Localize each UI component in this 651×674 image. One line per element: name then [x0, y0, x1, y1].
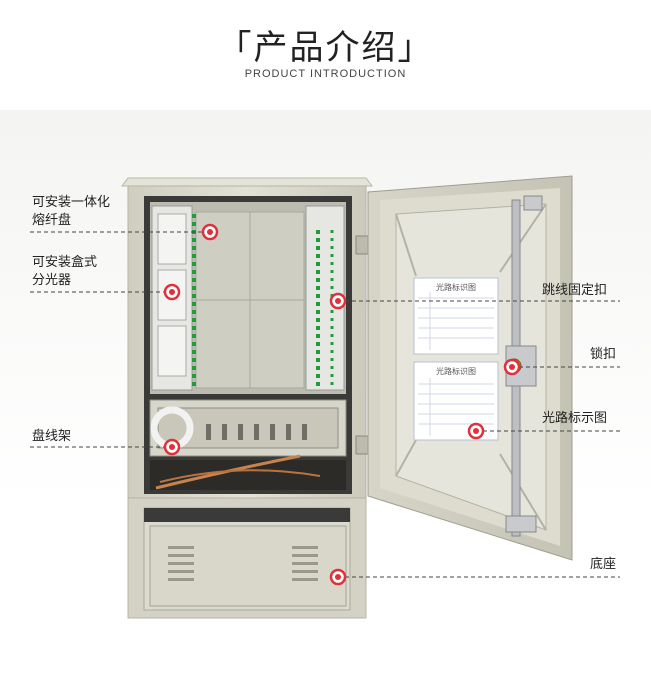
sheet-title-bottom: 光路标识图	[436, 366, 476, 376]
callout-lines	[30, 231, 620, 578]
cable-rack	[149, 399, 347, 490]
page-subtitle: PRODUCT INTRODUCTION	[244, 68, 407, 80]
sheet-title-top: 光路标识图	[436, 282, 476, 292]
cabinet-roof	[121, 177, 373, 187]
label-integrated-tray: 可安装一体化 熔纤盘	[32, 194, 110, 230]
header: 「产品介绍」 PRODUCT INTRODUCTION	[0, 0, 651, 110]
label-cable-rack: 盘线架	[32, 429, 72, 444]
page-title: 「产品介绍」	[217, 28, 434, 68]
label-splitter-line2: 分光器	[32, 273, 72, 288]
marker-dots	[163, 223, 521, 586]
cabinet-base	[127, 497, 367, 619]
label-jumper-clip: 跳线固定扣	[542, 283, 608, 298]
label-route-chart: 光路标示图	[542, 411, 608, 426]
label-integrated-tray-line2: 熔纤盘	[32, 213, 72, 228]
label-splitter: 可安装盒式 分光器	[32, 254, 97, 290]
label-splitter-line1: 可安装盒式	[32, 255, 98, 270]
label-integrated-tray-line1: 可安装一体化	[32, 195, 111, 210]
route-chart-sheet: 光路标识图 光路标识图	[413, 277, 499, 441]
label-lock: 锁扣	[590, 347, 617, 362]
label-base: 底座	[590, 557, 617, 572]
right-fusion-panel	[305, 205, 345, 391]
